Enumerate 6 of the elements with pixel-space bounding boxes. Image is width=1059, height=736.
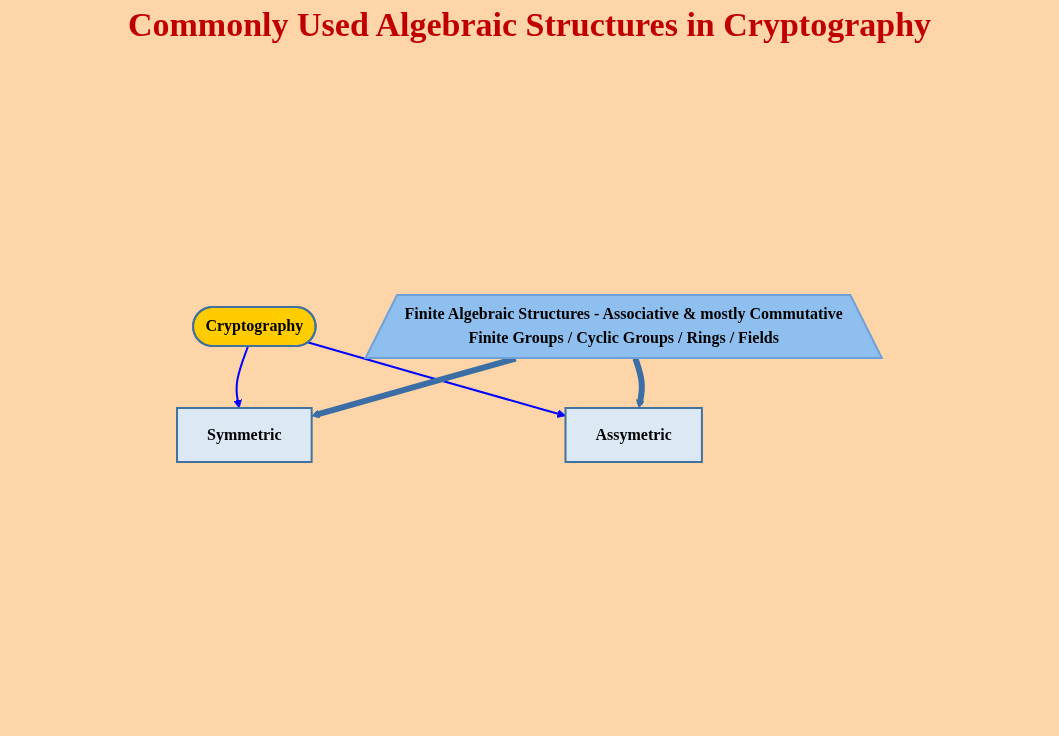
arrow [307, 341, 566, 418]
title: Commonly Used Algebraic Structures in Cryptography [126, 6, 933, 44]
arrow [632, 357, 645, 408]
arrow [233, 345, 249, 408]
node-box: Symmetric [176, 406, 313, 463]
node-box: Assymetric [564, 406, 703, 463]
